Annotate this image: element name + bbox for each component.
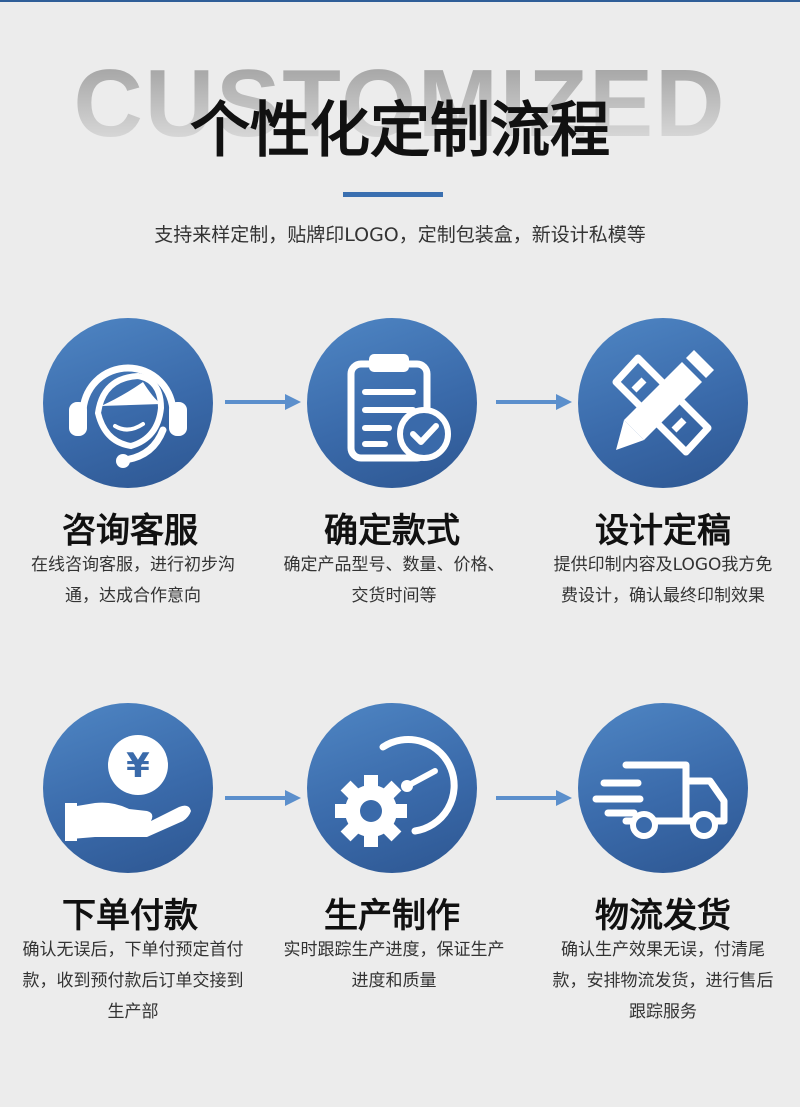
flow-arrow: [225, 394, 301, 410]
step-description: 确认无误后，下单付预定首付款，收到预付款后订单交接到生产部: [22, 940, 244, 1022]
background-watermark-word: CUSTOMIZED: [73, 50, 727, 157]
top-border: [0, 0, 800, 2]
flow-arrow: [496, 790, 572, 806]
step-title: 确定款式: [324, 511, 460, 551]
step-title: 生产制作: [324, 896, 460, 936]
yen-coin-hand-icon: ¥: [43, 703, 213, 873]
flow-arrow: [225, 790, 301, 806]
svg-text:¥: ¥: [126, 746, 150, 786]
flow-arrow: [496, 394, 572, 410]
step-description: 在线咨询客服，进行初步沟通，达成合作意向: [31, 555, 235, 606]
step-description: 实时跟踪生产进度，保证生产进度和质量: [283, 940, 505, 991]
customer-service-headset-icon: [43, 318, 213, 488]
step-description: 确认生产效果无误，付清尾款，安排物流发货，进行售后跟踪服务: [552, 940, 774, 1022]
pencil-ruler-icon: [578, 318, 748, 488]
step-description: 确定产品型号、数量、价格、交货时间等: [283, 555, 505, 606]
step-title: 物流发货: [595, 896, 731, 936]
page-title: 个性化定制流程: [190, 96, 610, 166]
step-title: 下单付款: [62, 896, 198, 936]
gear-gauge-icon: [307, 703, 477, 873]
step-title: 设计定稿: [595, 511, 731, 551]
page-subtitle: 支持来样定制，贴牌印LOGO，定制包装盒，新设计私模等: [154, 224, 646, 246]
clipboard-check-icon: [307, 318, 477, 488]
step-description: 提供印制内容及LOGO我方免费设计，确认最终印制效果: [553, 555, 773, 606]
title-underline: [343, 192, 443, 197]
delivery-truck-icon: [578, 703, 748, 873]
step-title: 咨询客服: [62, 511, 198, 551]
